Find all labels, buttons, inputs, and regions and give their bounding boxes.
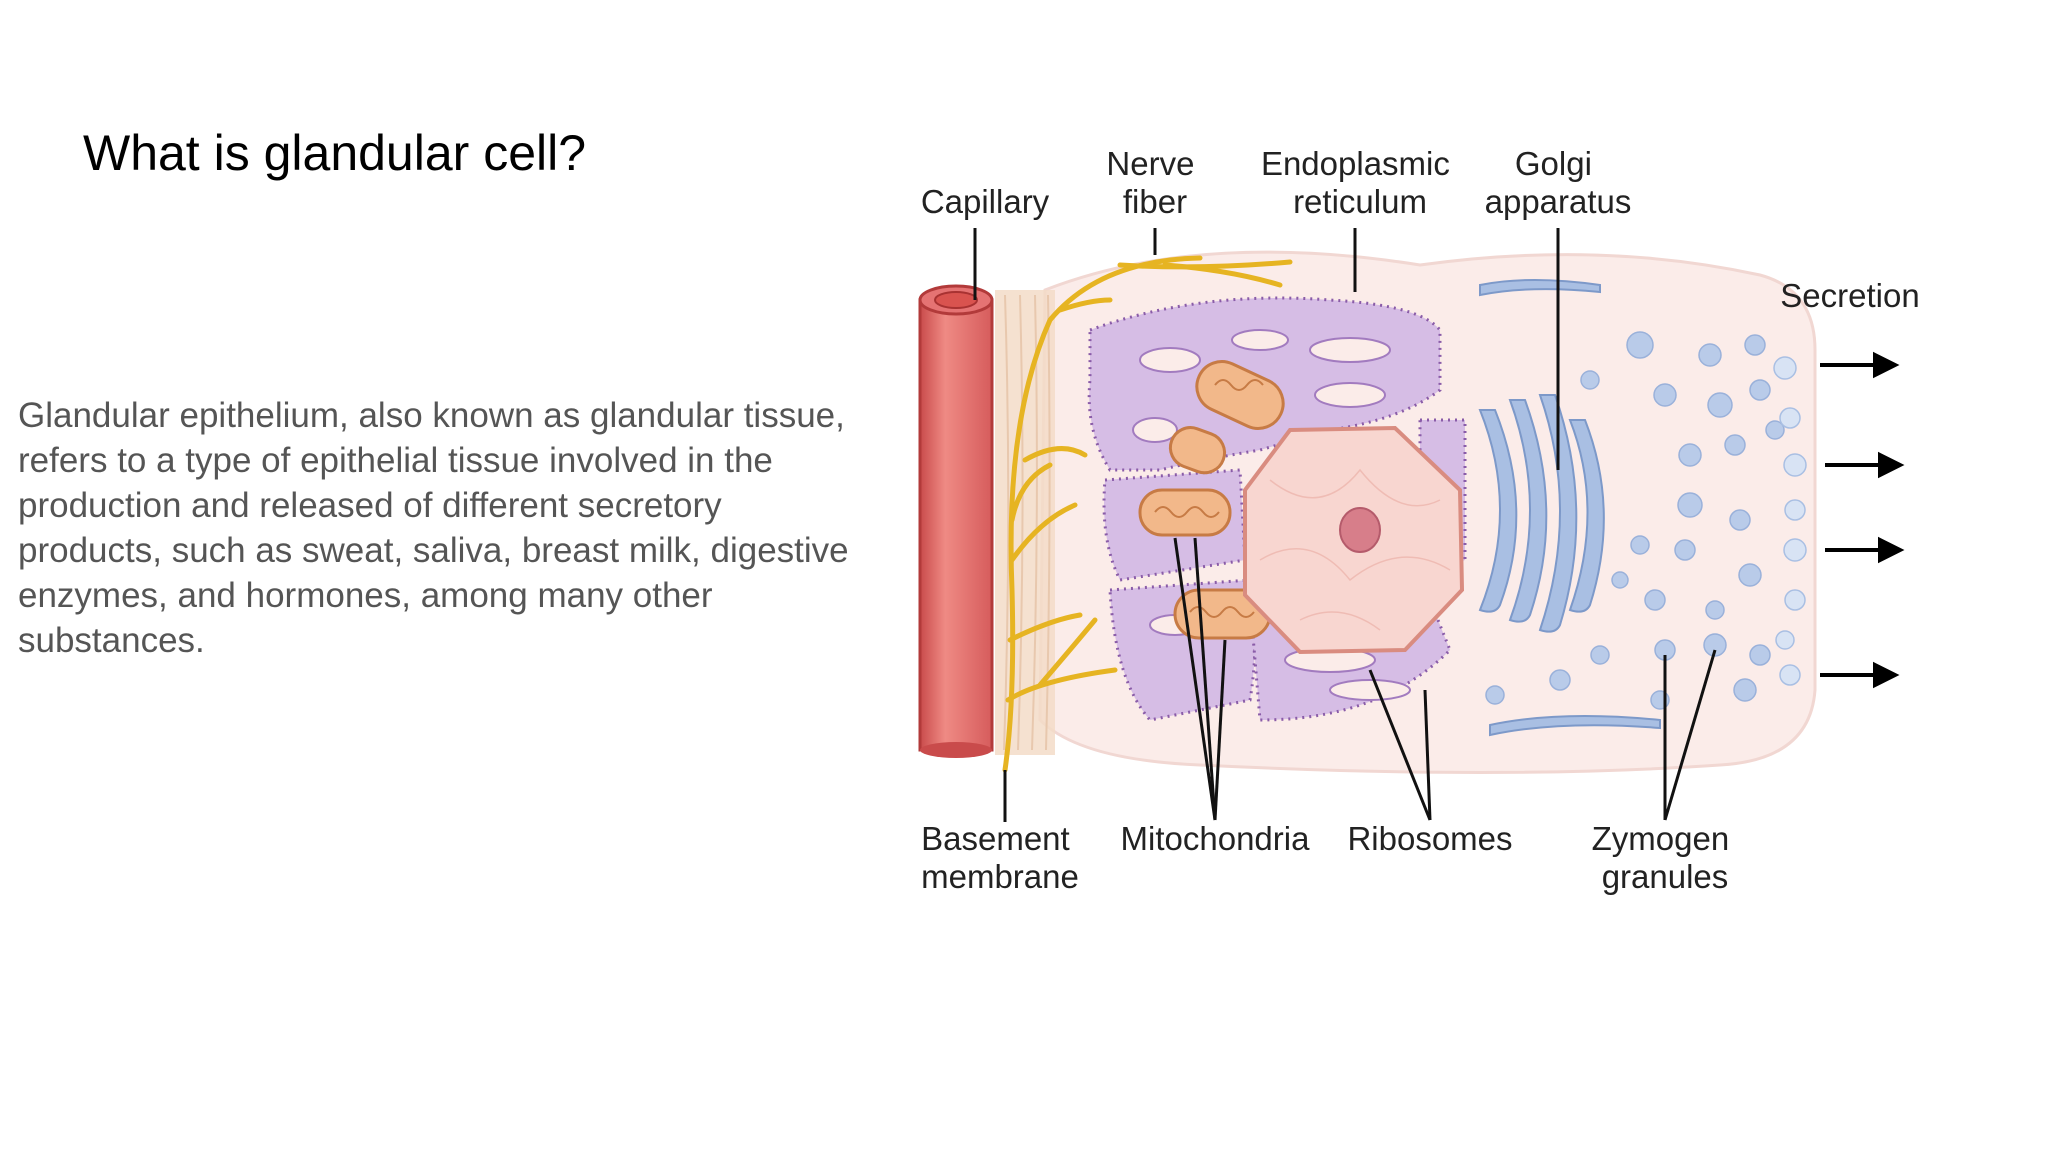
label-golgi-apparatus: Golgi apparatus [1485, 145, 1632, 220]
label-endoplasmic-reticulum: Endoplasmic reticulum [1261, 145, 1459, 220]
secretion-arrows [1820, 351, 1905, 689]
secretion-vesicles [1773, 356, 1807, 686]
label-capillary: Capillary [921, 183, 1050, 220]
label-zymogen-granules: Zymogen granules [1592, 820, 1739, 895]
nerve-fiber [1002, 255, 1293, 773]
leader-lines [973, 228, 1717, 822]
golgi-apparatus [1478, 279, 1661, 737]
label-basement-membrane: Basement membrane [921, 820, 1079, 895]
zymogen-granules [1485, 331, 1785, 710]
label-ribosomes: Ribosomes [1347, 820, 1512, 857]
slide-title: What is glandular cell? [83, 125, 587, 181]
nucleolus [1339, 507, 1381, 553]
mitochondria-organelles [1138, 360, 1285, 640]
slide-body-text: Glandular epithelium, also known as glan… [18, 396, 849, 660]
label-mitochondria: Mitochondria [1121, 820, 1311, 857]
chromatin [1259, 468, 1451, 631]
label-secretion: Secretion [1780, 277, 1919, 314]
capillary-vessel [918, 284, 994, 758]
label-nerve-fiber: Nerve fiber [1106, 145, 1203, 220]
